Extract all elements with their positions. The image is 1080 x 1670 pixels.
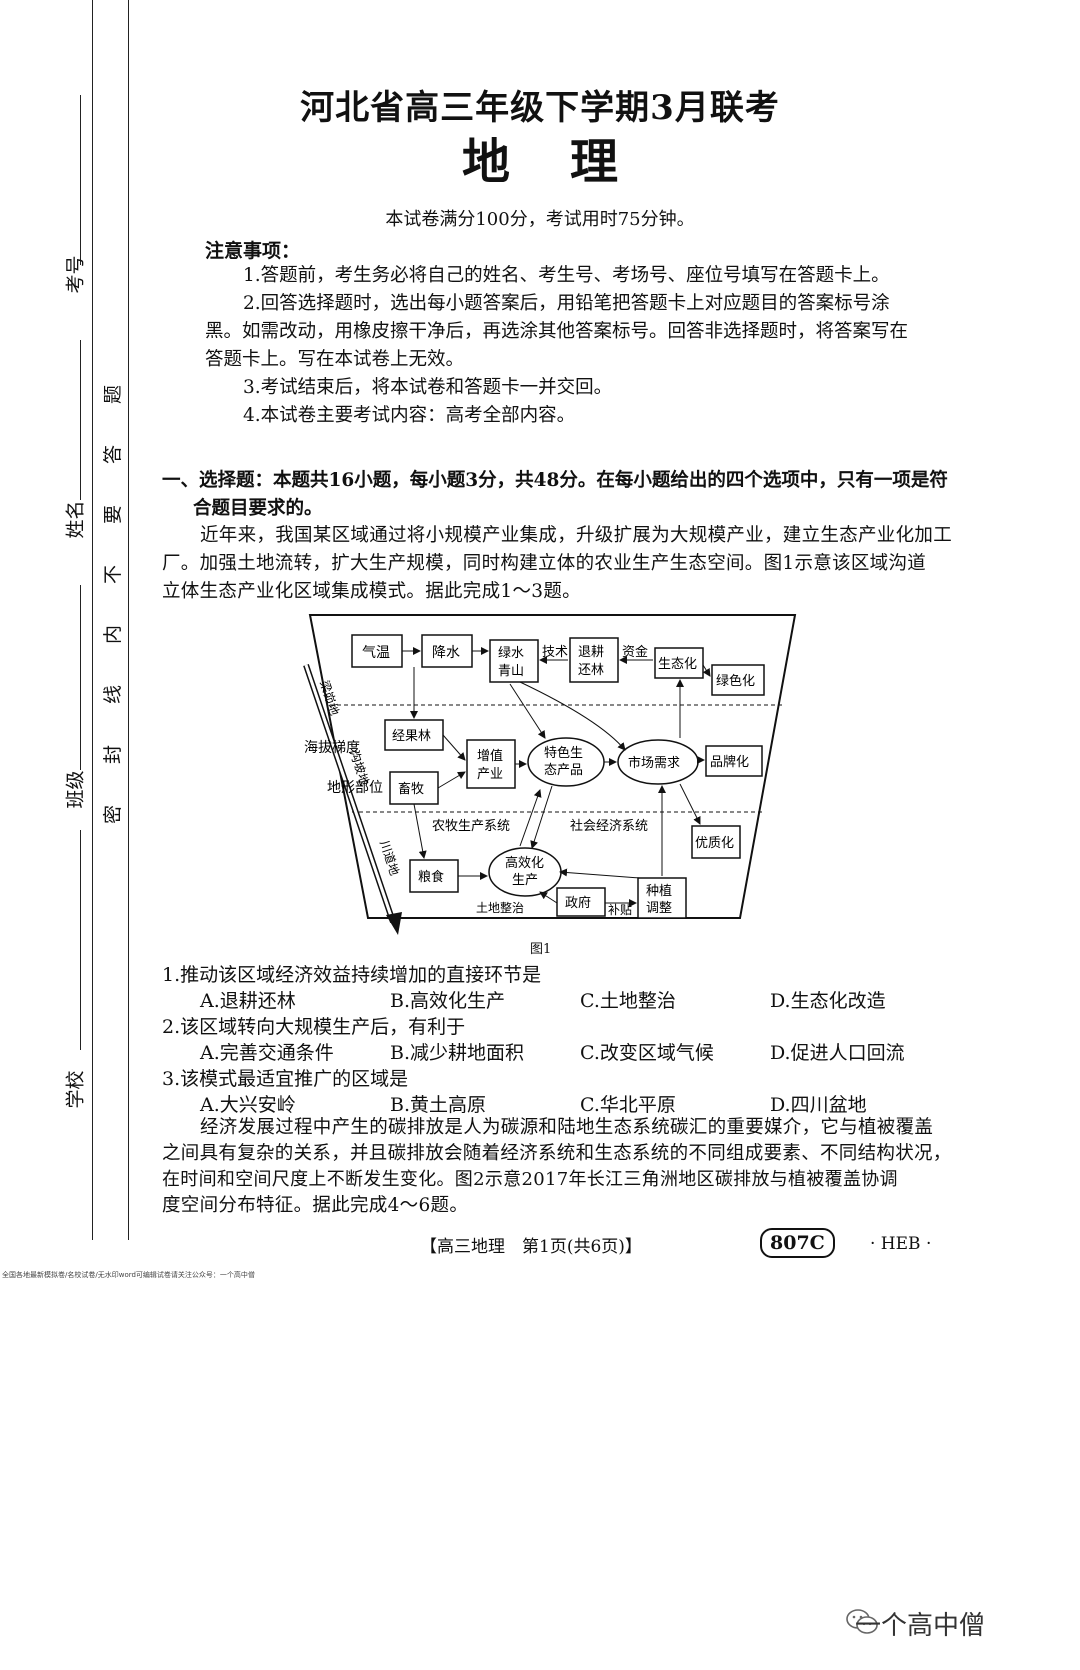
seal-char-4: 不 <box>102 564 125 585</box>
haiba-label-1: 海拔梯度 <box>304 740 360 756</box>
passage1-line2: 厂。加强土地流转，扩大生产规模，同时构建立体的农业生产生态空间。图1示意该区域沟… <box>162 553 927 574</box>
node-lvsehua: 绿色化 <box>716 673 755 689</box>
node-shengtaihua: 生态化 <box>658 657 697 672</box>
question-3-option-b: B.黄土高原 <box>390 1094 487 1116</box>
node-xumu: 畜牧 <box>398 781 424 797</box>
node-pinpaihua: 品牌化 <box>710 754 749 770</box>
question-3-option-d: D.四川盆地 <box>770 1094 867 1116</box>
node-youzhihua: 优质化 <box>695 836 734 851</box>
question-1-stem: 1.推动该区域经济效益持续增加的直接环节是 <box>162 964 542 986</box>
question-3-option-c: C.华北平原 <box>580 1094 676 1116</box>
notice-item-4: 4.本试卷主要考试内容：高考全部内容。 <box>243 405 576 426</box>
footer-page-label: 【高三地理 第1页(共6页)】 <box>420 1237 642 1257</box>
seal-char-7: 封 <box>102 744 125 765</box>
passage1-line1: 近年来，我国某区域通过将小规模产业集成，升级扩展为大规模产业，建立生态产业化加工 <box>200 525 953 546</box>
notice-heading: 注意事项： <box>205 240 301 262</box>
question-2-option-b: B.减少耕地面积 <box>390 1042 525 1064</box>
watermark-text: 一个高中僧 <box>854 1611 985 1641</box>
node-liangshi: 粮食 <box>418 869 444 885</box>
node-jiangshui: 降水 <box>432 645 460 661</box>
footer-code: 807C <box>760 1228 835 1258</box>
passage2-line1: 经济发展过程中产生的碳排放是人为碳源和陆地生态系统碳汇的重要媒介，它与植被覆盖 <box>200 1117 934 1138</box>
notice-item-2c: 答题卡上。写在本试卷上无效。 <box>205 349 465 370</box>
node-nongmu: 农牧生产系统 <box>432 819 510 834</box>
chuandaodi-label: 川道地 <box>377 839 401 878</box>
notice-item-3: 3.考试结束后，将本试卷和答题卡一并交回。 <box>243 377 613 398</box>
question-2-option-a: A.完善交通条件 <box>200 1042 334 1064</box>
label-xingming: 姓名 <box>64 500 87 539</box>
subject-title: 地理 <box>461 134 678 190</box>
question-2-option-c: C.改变区域气候 <box>580 1042 714 1064</box>
notice-item-1: 1.答题前，考生务必将自己的姓名、考生号、考场号、座位号填写在答题卡上。 <box>243 265 890 286</box>
wechat-icon <box>846 1609 878 1634</box>
question-2-option-d: D.促进人口回流 <box>770 1042 905 1064</box>
node-tuigeng-2: 还林 <box>578 663 604 678</box>
blank-line-banji <box>80 585 81 770</box>
node-tese-2: 态产品 <box>544 763 583 778</box>
tiny-note: 全国各地最新模拟卷/名校试卷/无水印word可编辑试卷请关注公众号：一个高中僧 <box>2 1271 255 1279</box>
seal-char-2: 答 <box>102 444 125 465</box>
margin-line-inner <box>128 0 129 1240</box>
node-zhengfu: 政府 <box>565 896 591 911</box>
node-zengzhi-2: 产业 <box>477 767 503 782</box>
node-butie: 补贴 <box>608 903 632 917</box>
notice-item-2b: 黑。如需改动，用橡皮擦干净后，再选涂其他答案标号。回答非选择题时，将答案写在 <box>205 321 909 342</box>
passage1-line3: 立体生态产业化区域集成模式。据此完成1～3题。 <box>162 581 581 602</box>
label-banji: 班级 <box>64 770 87 809</box>
node-lvshui-1: 绿水 <box>498 646 524 661</box>
node-shehui: 社会经济系统 <box>570 818 648 834</box>
node-qiwen: 气温 <box>362 645 390 661</box>
node-jingguolin: 经果林 <box>392 729 431 744</box>
label-xuexiao: 学校 <box>64 1070 87 1109</box>
dixing-label-1: 地形部位 <box>327 780 383 796</box>
passage2-line2: 之间具有复杂的关系，并且碳排放会随着经济系统和生态系统的不同组成要素、不同结构状… <box>162 1143 952 1164</box>
node-zhongzhi-1: 种植 <box>646 884 672 899</box>
seal-char-6: 线 <box>102 684 125 705</box>
node-tuigeng-1: 退耕 <box>578 644 604 660</box>
score-note: 本试卷满分100分，考试用时75分钟。 <box>385 209 695 230</box>
seal-char-5: 内 <box>102 624 125 645</box>
blank-line-xingming <box>80 340 81 500</box>
node-gaoxiao-1: 高效化 <box>505 855 544 871</box>
node-zengzhi-1: 增值 <box>477 748 503 764</box>
section1-heading-line2: 合题目要求的。 <box>193 498 323 519</box>
blank-line-xuexiao <box>80 830 81 1050</box>
figure1-caption: 图1 <box>530 942 552 957</box>
question-1-option-a: A.退耕还林 <box>200 990 296 1012</box>
node-tese-1: 特色生 <box>544 745 583 761</box>
footer-tag: · HEB · <box>870 1234 932 1254</box>
seal-char-3: 要 <box>102 504 125 525</box>
node-zhongzhi-2: 调整 <box>646 901 672 916</box>
question-2-stem: 2.该区域转向大规模生产后，有利于 <box>162 1016 466 1038</box>
node-lvshui-2: 青山 <box>498 664 524 679</box>
question-1-option-b: B.高效化生产 <box>390 990 506 1012</box>
section1-heading-line1: 一、选择题：本题共16小题，每小题3分，共48分。在每小题给出的四个选项中，只有… <box>162 470 948 491</box>
passage2-line3: 在时间和空间尺度上不断发生变化。图2示意2017年长江三角洲地区碳排放与植被覆盖… <box>162 1169 898 1190</box>
node-zijin: 资金 <box>622 644 648 660</box>
seal-char-8: 密 <box>102 804 125 825</box>
node-gaoxiao-2: 生产 <box>512 873 538 888</box>
node-jishu: 技术 <box>542 645 568 660</box>
blank-line-kaohao <box>80 95 81 265</box>
question-3-option-a: A.大兴安岭 <box>200 1094 296 1116</box>
notice-item-2a: 2.回答选择题时，选出每小题答案后，用铅笔把答题卡上对应题目的答案标号涂 <box>243 293 890 314</box>
question-1-option-c: C.土地整治 <box>580 990 676 1012</box>
seal-char-1: 题 <box>102 384 125 405</box>
trapezoid-frame <box>308 614 797 919</box>
question-1-option-d: D.生态化改造 <box>770 990 886 1012</box>
figure1-diagram: 海拔梯度 地形部位 梁峁地 沟坡地 川道地 气温 降水 绿水 青山 技术 退耕 … <box>303 614 797 935</box>
question-3-stem: 3.该模式最适宜推广的区域是 <box>162 1068 409 1090</box>
node-tudi: 土地整治 <box>476 900 524 915</box>
margin-line-outer <box>92 0 93 1240</box>
node-shichang: 市场需求 <box>628 755 680 771</box>
exam-title: 河北省高三年级下学期3月联考 <box>300 88 780 128</box>
passage2-line4: 度空间分布特征。据此完成4～6题。 <box>162 1195 469 1216</box>
label-kaohao: 考号 <box>64 255 87 294</box>
